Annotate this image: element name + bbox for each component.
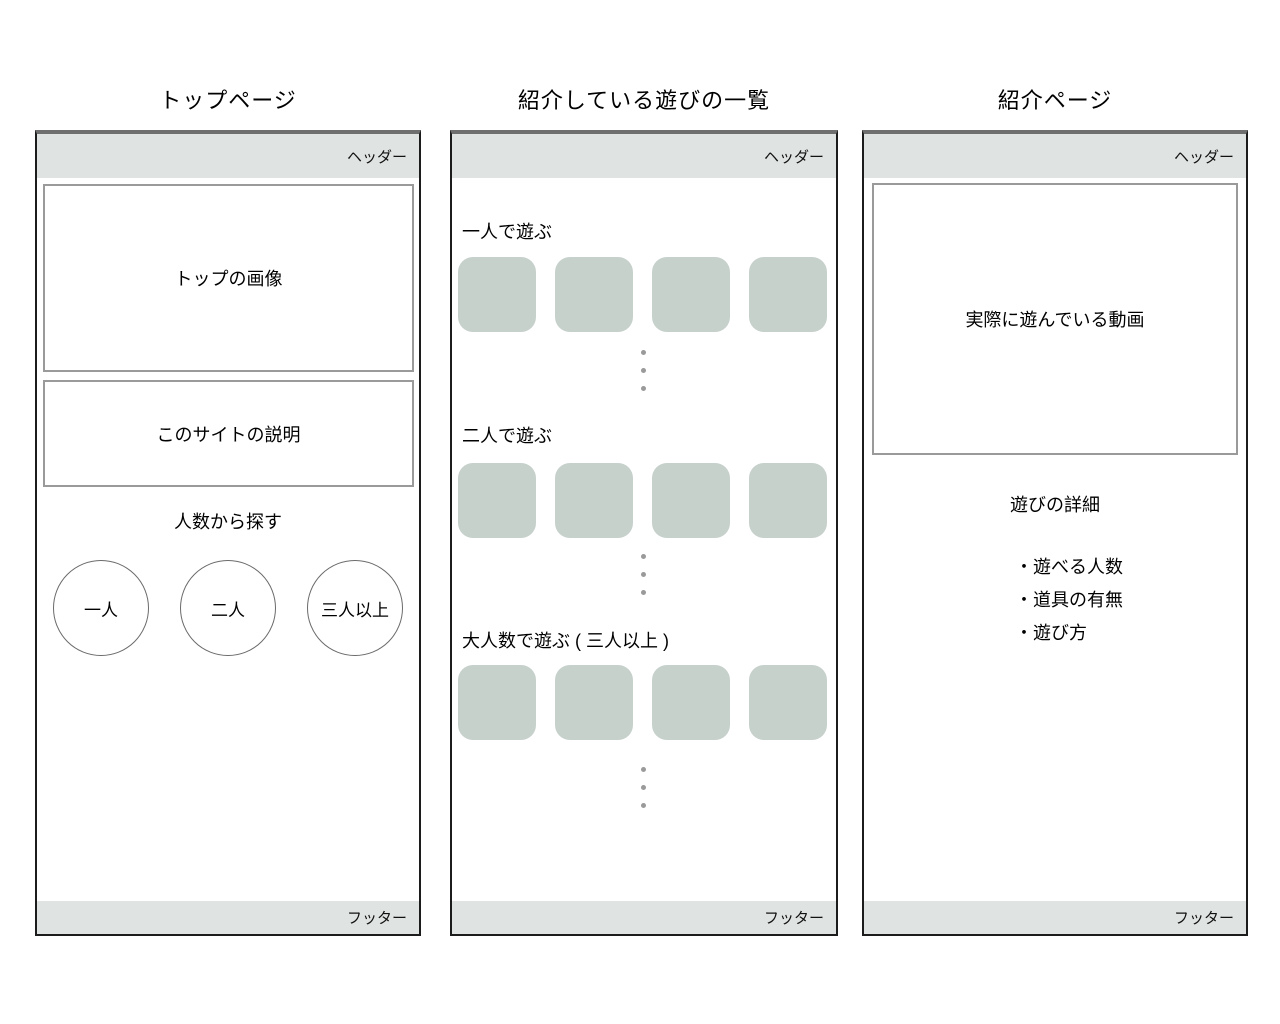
detail-item-player-count: ・遊べる人数: [1015, 557, 1123, 577]
footer-bar: フッター: [452, 901, 836, 934]
people-filter-one-label: 一人: [84, 600, 118, 620]
footer-label: フッター: [346, 910, 407, 927]
header-bar: ヘッダー: [37, 134, 419, 178]
ellipsis-dots: [641, 767, 646, 808]
dot: [641, 785, 646, 790]
people-filter-one-button[interactable]: 一人: [53, 560, 149, 656]
header-bar: ヘッダー: [864, 134, 1246, 178]
site-description-label: このサイトの説明: [156, 424, 301, 445]
game-details-heading: 遊びの詳細: [1010, 495, 1100, 515]
people-filter-two-button[interactable]: 二人: [180, 560, 276, 656]
game-tile-placeholder[interactable]: [749, 665, 827, 740]
ellipsis-dots: [641, 554, 646, 595]
header-bar: ヘッダー: [452, 134, 836, 178]
dot: [641, 386, 646, 391]
header-label: ヘッダー: [346, 148, 407, 166]
game-tile-placeholder[interactable]: [652, 257, 730, 332]
game-tile-placeholder[interactable]: [555, 665, 633, 740]
game-tile-placeholder[interactable]: [458, 665, 536, 740]
section-label-duo: 二人で遊ぶ: [462, 426, 552, 446]
dot: [641, 767, 646, 772]
game-tile-placeholder[interactable]: [458, 463, 536, 538]
hero-image-label: トップの画像: [174, 269, 283, 289]
game-tile-placeholder[interactable]: [555, 257, 633, 332]
top-page-frame: ヘッダー トップの画像 このサイトの説明 人数から探す 一人 二人 三人以上 フ…: [35, 130, 421, 936]
gameplay-video-label: 実際に遊んでいる動画: [965, 310, 1145, 330]
detail-item-equipment: ・道具の有無: [1015, 590, 1123, 610]
game-tile-placeholder[interactable]: [749, 463, 827, 538]
game-tile-placeholder[interactable]: [458, 257, 536, 332]
footer-label: フッター: [1173, 910, 1234, 927]
dot: [641, 368, 646, 373]
people-filter-three-plus-button[interactable]: 三人以上: [307, 560, 403, 656]
dot: [641, 803, 646, 808]
dot: [641, 590, 646, 595]
people-filter-three-plus-label: 三人以上: [321, 600, 389, 620]
footer-bar: フッター: [864, 901, 1246, 934]
game-tile-placeholder[interactable]: [749, 257, 827, 332]
footer-bar: フッター: [37, 901, 419, 934]
dot: [641, 572, 646, 577]
search-by-people-heading: 人数から探す: [174, 512, 282, 532]
tile-row-group: [458, 665, 834, 740]
page-title-top: トップページ: [159, 88, 297, 113]
detail-item-how-to-play: ・遊び方: [1015, 623, 1087, 643]
header-label: ヘッダー: [1173, 148, 1234, 166]
detail-page-frame: ヘッダー 実際に遊んでいる動画 遊びの詳細 ・遊べる人数 ・道具の有無 ・遊び方…: [862, 130, 1248, 936]
page-title-detail: 紹介ページ: [997, 88, 1113, 113]
people-filter-two-label: 二人: [211, 600, 245, 620]
page-title-list: 紹介している遊びの一覧: [517, 88, 771, 113]
list-page-frame: ヘッダー 一人で遊ぶ 二人で遊ぶ 大人数で遊ぶ ( 三人以上 ): [450, 130, 838, 936]
site-description-placeholder: このサイトの説明: [43, 380, 414, 487]
game-tile-placeholder[interactable]: [652, 665, 730, 740]
dot: [641, 350, 646, 355]
section-label-group: 大人数で遊ぶ ( 三人以上 ): [462, 631, 669, 651]
gameplay-video-placeholder[interactable]: 実際に遊んでいる動画: [872, 183, 1238, 455]
tile-row-duo: [458, 463, 834, 538]
section-label-solo: 一人で遊ぶ: [462, 222, 552, 242]
game-details-list: ・遊べる人数 ・道具の有無 ・遊び方: [1015, 551, 1123, 650]
header-label: ヘッダー: [763, 148, 824, 166]
ellipsis-dots: [641, 350, 646, 391]
hero-image-placeholder: トップの画像: [43, 184, 414, 372]
game-tile-placeholder[interactable]: [555, 463, 633, 538]
footer-label: フッター: [763, 910, 824, 927]
tile-row-solo: [458, 257, 834, 332]
dot: [641, 554, 646, 559]
game-tile-placeholder[interactable]: [652, 463, 730, 538]
